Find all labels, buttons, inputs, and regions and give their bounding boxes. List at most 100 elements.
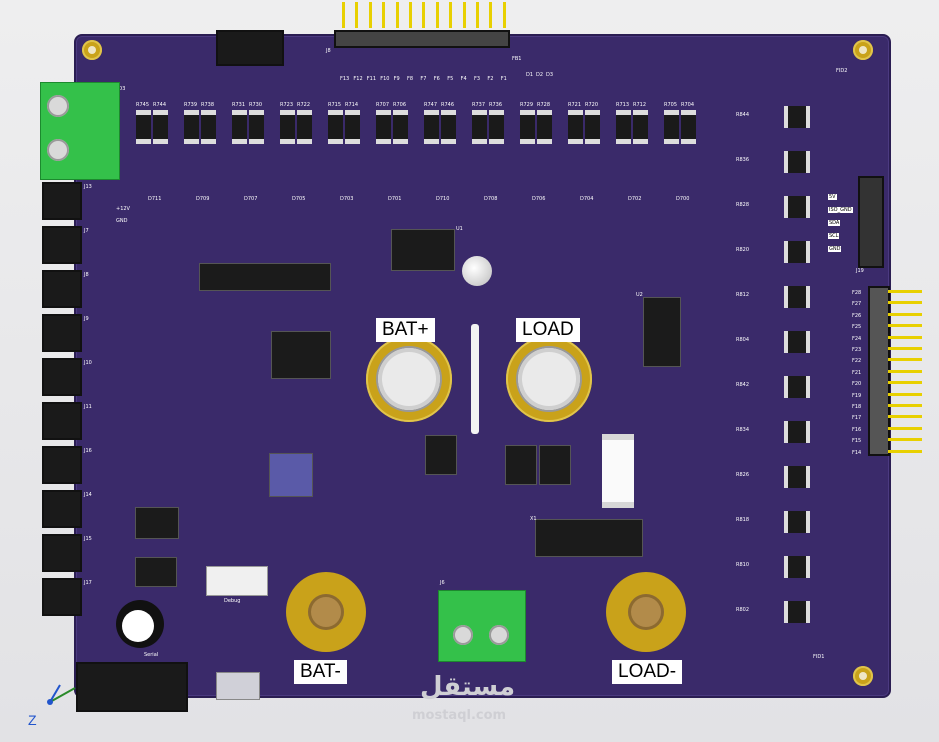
bat-plus-label: BAT+: [376, 318, 435, 342]
ic-driver: [272, 332, 330, 378]
left-connector: [42, 226, 82, 264]
u1-ref: U1: [456, 226, 463, 232]
j20-pin-label: F28: [852, 290, 862, 296]
resistor-label: R729: [520, 102, 534, 108]
j20-pin-label: F15: [852, 438, 862, 445]
left-connector: [42, 490, 82, 528]
resistor: [520, 110, 535, 144]
resistor: [784, 556, 810, 578]
resistor: [784, 286, 810, 308]
axis-gizmo: [47, 684, 76, 705]
j8-pin: [368, 2, 372, 28]
resistor-label: R704: [681, 102, 695, 108]
left-connector: [42, 358, 82, 396]
resistor: [489, 110, 504, 144]
j8-pin-label: F11: [366, 76, 377, 82]
left-connector: [42, 578, 82, 616]
resistor: [784, 376, 810, 398]
resistor: [633, 110, 648, 144]
j20-pin: [888, 312, 922, 316]
j8-pin-label: F5: [447, 76, 454, 82]
diode-label: D710: [436, 196, 450, 202]
j19-pin-label: 5V: [828, 194, 837, 200]
resistor: [345, 110, 360, 144]
j20-pin-label: F20: [852, 381, 862, 388]
connector-ref: J14: [84, 492, 92, 498]
fiducial-label: FID1: [813, 654, 825, 660]
diode-label: D706: [532, 196, 546, 202]
connector-ref: J16: [84, 448, 92, 454]
j8-pin-label: F1: [500, 76, 507, 82]
j8-pin-label: F8: [407, 76, 414, 82]
fiducial-label: FID2: [836, 68, 848, 74]
mounting-hole: [853, 666, 873, 686]
j8-pin: [395, 2, 399, 28]
debug-label: Debug: [224, 598, 241, 604]
relay-x1: [536, 520, 642, 556]
j20-pin: [888, 335, 922, 339]
bat-plus-nut: [378, 348, 440, 410]
bat-minus-pad: [286, 572, 366, 652]
connector-ref: J10: [84, 360, 92, 366]
resistor: [472, 110, 487, 144]
connector-ref: J15: [84, 536, 92, 542]
resistor: [393, 110, 408, 144]
j20-pin-label: F26: [852, 312, 862, 319]
j20-pin-label: F27: [852, 301, 862, 308]
diode-label: D708: [484, 196, 498, 202]
resistor-label: R737: [472, 102, 486, 108]
resistor: [784, 601, 810, 623]
u2-ref: U2: [636, 292, 643, 298]
j8-pin-label: F4: [460, 76, 467, 82]
screw-icon: [47, 139, 69, 161]
label-12v: +12V: [116, 206, 130, 212]
resistor: [784, 466, 810, 488]
resistor: [328, 110, 343, 144]
j8-pin-label: F2: [487, 76, 494, 82]
fb-label: FB1: [512, 56, 522, 62]
resistor-label: R715: [328, 102, 342, 108]
diode-label: D711: [148, 196, 162, 202]
resistor-label: R723: [280, 102, 294, 108]
j20-pin-label: F16: [852, 426, 862, 433]
resistor: [441, 110, 456, 144]
resistor-label: R738: [201, 102, 215, 108]
resistor-label: R721: [568, 102, 582, 108]
load-minus-label: LOAD-: [612, 660, 683, 684]
power-terminal-block: [40, 82, 120, 180]
j8-pin-label: F12: [353, 76, 363, 82]
left-connector: [42, 314, 82, 352]
diode-label: D707: [244, 196, 258, 202]
resistor-label: R818: [736, 517, 750, 523]
j8-pin: [489, 2, 493, 28]
diode-label: D700: [676, 196, 690, 202]
resistor: [784, 151, 810, 173]
shunt-resistor: [602, 434, 634, 508]
watermark-arabic: مستقل: [420, 672, 516, 702]
j20-pin-label: F21: [852, 369, 862, 376]
left-connector: [42, 534, 82, 572]
load-minus-pad: [606, 572, 686, 652]
left-connector: [42, 270, 82, 308]
screw-icon: [453, 625, 473, 645]
j20-pin-label: F23: [852, 347, 862, 353]
j20-pin-label: F18: [852, 404, 862, 410]
resistor: [784, 106, 810, 128]
j20-pin: [888, 347, 922, 350]
mounting-hole: [853, 40, 873, 60]
resistor: [280, 110, 295, 144]
resistor: [184, 110, 199, 144]
load-label: LOAD: [516, 318, 580, 342]
resistor-label: R828: [736, 202, 750, 208]
resistor-label: R746: [441, 102, 455, 108]
resistor-label: R731: [232, 102, 246, 108]
j20-pin-label: F22: [852, 358, 862, 365]
j8-pin-label: F10: [380, 76, 390, 82]
resistor: [681, 110, 696, 144]
pcb-board: FID3 FID2 FID1 J8 F13F12F11F10F9F8F7F6F5…: [42, 30, 891, 700]
resistor-label: R713: [616, 102, 630, 108]
left-connector: [42, 182, 82, 220]
left-connector: [42, 402, 82, 440]
resistor: [784, 511, 810, 533]
regulator: [136, 508, 178, 538]
